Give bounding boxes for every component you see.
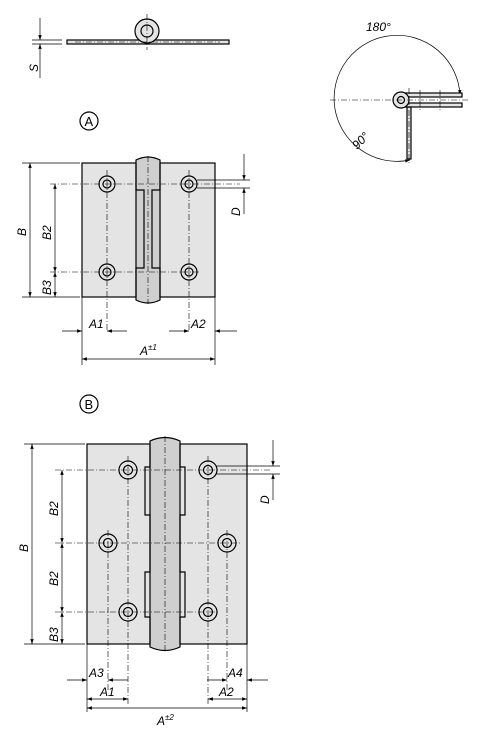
b-dim-a: A±2 [156, 713, 174, 728]
a-dim-a1: A1 [88, 317, 104, 331]
a-dim-b: B [15, 228, 29, 236]
b-dim-b3: B3 [47, 627, 61, 642]
hinge-a-dimensions: B B2 B3 D A1 A2 A±1 [15, 154, 250, 365]
version-a-marker: A [79, 111, 99, 131]
b-dim-a4: A4 [227, 666, 243, 680]
angle-180-label: 180° [366, 20, 391, 34]
side-view: S [27, 14, 230, 78]
b-dim-b: B [17, 544, 31, 552]
a-dim-a: A±1 [139, 343, 157, 358]
hinge-b-front-view [55, 436, 270, 705]
b-dim-b2-top: B2 [47, 501, 61, 516]
a-dim-b2: B2 [40, 225, 54, 240]
b-dim-b2-bottom: B2 [47, 571, 61, 586]
angle-90-label: 90° [349, 129, 372, 152]
hinge-a-front-view [50, 156, 240, 330]
b-dim-a1: A1 [99, 685, 115, 699]
a-dim-a2: A2 [190, 317, 206, 331]
version-a-label: A [85, 114, 94, 129]
a-dim-d: D [229, 207, 243, 216]
a-dim-b3: B3 [40, 280, 54, 295]
b-dim-a3: A3 [88, 666, 104, 680]
hinge-b-dimensions: B B2 B2 B3 D A3 A4 A1 A2 A±2 [17, 440, 280, 728]
opening-angle-view: 180° 90° [330, 20, 470, 165]
thickness-label: S [27, 64, 41, 72]
b-dim-d: D [258, 495, 272, 504]
b-dim-a2: A2 [218, 685, 234, 699]
version-b-marker: B [79, 394, 99, 414]
version-b-label: B [85, 397, 94, 412]
